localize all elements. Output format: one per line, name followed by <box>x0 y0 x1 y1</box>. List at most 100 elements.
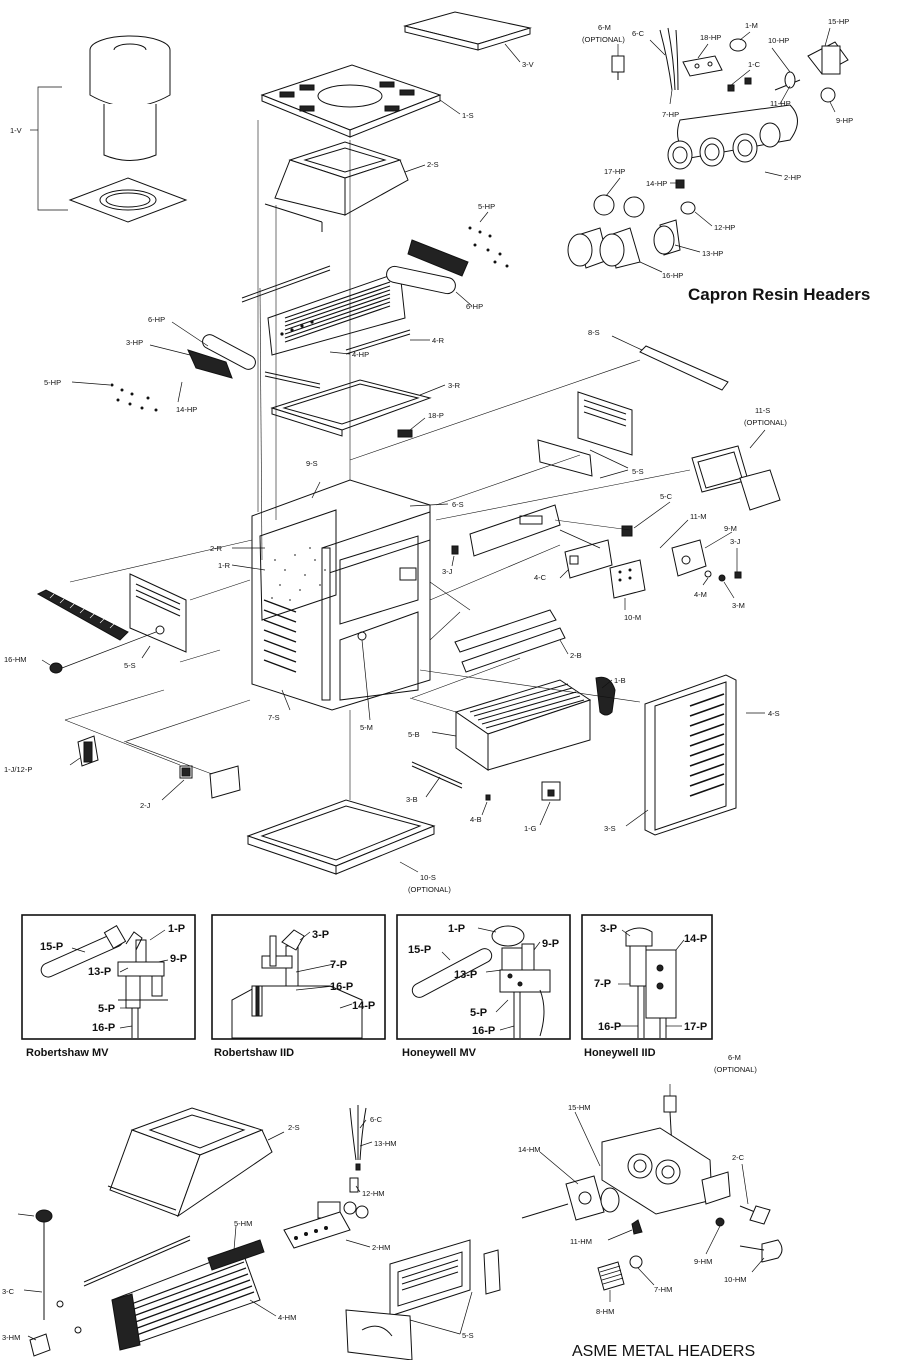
part-3j-upper <box>451 545 459 567</box>
b-label-6m-optional: (OPTIONAL) <box>714 1065 757 1074</box>
b-label-12hm: 12-HM <box>362 1189 385 1198</box>
burner-assembly <box>411 676 616 826</box>
label-11s-optional: (OPTIONAL) <box>744 418 787 427</box>
top-cover-3v <box>403 11 532 63</box>
b-label-11hm: 11-HM <box>570 1237 592 1246</box>
rmv-1p: 1-P <box>168 923 185 935</box>
label-13hp: 13-HP <box>702 249 723 258</box>
caption-honeywell-mv: Honeywell MV <box>402 1047 477 1059</box>
label-5hp-b: 5-HP <box>44 378 61 387</box>
b-label-2c: 2-C <box>732 1153 745 1162</box>
label-14hp: 14-HP <box>646 179 667 188</box>
hmv-1p: 1-P <box>448 923 465 935</box>
label-9s: 9-S <box>306 459 318 468</box>
label-1s: 1-S <box>462 111 474 120</box>
label-4s: 4-S <box>768 709 780 718</box>
label-6c: 6-C <box>632 29 645 38</box>
main-cabinet <box>231 479 449 721</box>
label-2b: 2-B <box>570 651 582 660</box>
rmv-15p: 15-P <box>40 941 63 953</box>
rmv-13p: 13-P <box>88 966 111 978</box>
part-labels-main: 3-V 1-V 1-S 2-S 6-M (OPTIONAL) 6-C 18-HP… <box>4 17 853 894</box>
b-label-7hm: 7-HM <box>654 1285 672 1294</box>
label-18p: 18-P <box>428 411 444 420</box>
hmv-15p: 15-P <box>408 944 431 956</box>
label-3b: 3-B <box>406 795 418 804</box>
label-9m: 9-M <box>724 524 737 533</box>
label-5hp-a: 5-HP <box>478 202 495 211</box>
b-label-15hm: 15-HM <box>568 1103 591 1112</box>
assembly-guide-lines <box>64 120 691 800</box>
inset-honeywell-mv <box>396 914 571 1040</box>
inset-robertshaw-iid <box>211 914 386 1040</box>
hmv-5p: 5-P <box>470 1007 487 1019</box>
control-panel-assembly <box>469 501 742 610</box>
label-10s-optional: (OPTIONAL) <box>408 885 451 894</box>
capron-section-title: Capron Resin Headers <box>688 285 870 304</box>
label-5s-a: 5-S <box>632 467 644 476</box>
label-1r: 1-R <box>218 561 231 570</box>
label-6m-optional: (OPTIONAL) <box>582 35 625 44</box>
label-5c: 5-C <box>660 492 673 501</box>
front-door-4s <box>625 674 765 836</box>
bottom-panel-5s <box>345 1239 501 1361</box>
b-label-5s: 5-S <box>462 1331 474 1340</box>
label-9hp: 9-HP <box>836 116 853 125</box>
label-1c: 1-C <box>748 60 761 69</box>
capron-header-assembly <box>567 27 849 273</box>
inset-captions: Robertshaw MV Robertshaw IID Honeywell M… <box>26 1047 656 1059</box>
caption-robertshaw-mv: Robertshaw MV <box>26 1047 109 1059</box>
rmv-5p: 5-P <box>98 1003 115 1015</box>
label-18hp: 18-HP <box>700 33 721 42</box>
hmv-9p: 9-P <box>542 938 559 950</box>
b-label-3c: 3-C <box>2 1287 15 1296</box>
label-7s: 7-S <box>268 713 280 722</box>
label-1m: 1-M <box>745 21 758 30</box>
label-16hm: 16-HM <box>4 655 27 664</box>
label-2hp: 2-HP <box>784 173 801 182</box>
label-4c: 4-C <box>534 573 547 582</box>
b-label-13hm: 13-HM <box>374 1139 397 1148</box>
bottom-heat-exchanger <box>83 1225 277 1351</box>
side-panel-5s-upper <box>537 391 633 479</box>
label-4r: 4-R <box>432 336 445 345</box>
label-1b: 1-B <box>614 676 626 685</box>
label-10hp: 10-HP <box>768 36 789 45</box>
b-label-2s: 2-S <box>288 1123 300 1132</box>
riid-16p: 16-P <box>330 981 353 993</box>
b-label-5hm: 5-HM <box>234 1219 252 1228</box>
label-11hp: 11-HP <box>770 99 791 108</box>
hiid-14p: 14-P <box>684 933 707 945</box>
b-label-10hm: 10-HM <box>724 1275 747 1284</box>
label-17hp: 17-HP <box>604 167 625 176</box>
label-5s-b: 5-S <box>124 661 136 670</box>
label-1v: 1-V <box>10 126 22 135</box>
b-label-3hm: 3-HM <box>2 1333 20 1342</box>
label-4b: 4-B <box>470 815 482 824</box>
label-10m: 10-M <box>624 613 641 622</box>
label-12hp: 12-HP <box>714 223 735 232</box>
rmv-16p: 16-P <box>92 1022 115 1034</box>
label-6m: 6-M <box>598 23 611 32</box>
bottom-hood-2s <box>107 1107 285 1218</box>
label-7hp: 7-HP <box>662 110 679 119</box>
hmv-16p: 16-P <box>472 1025 495 1037</box>
label-3hp: 3-HP <box>126 338 143 347</box>
inset-robertshaw-mv <box>21 914 196 1040</box>
label-6s: 6-S <box>452 500 464 509</box>
bottom-controls <box>283 1105 373 1249</box>
label-3r: 3-R <box>448 381 461 390</box>
inset-labels: 1-P 15-P 9-P 13-P 5-P 16-P 3-P 7-P 16-P … <box>40 923 707 1037</box>
tray-3r <box>270 379 446 438</box>
b-label-14hm: 14-HM <box>518 1145 541 1154</box>
label-5b: 5-B <box>408 730 420 739</box>
junction-parts <box>69 735 241 801</box>
label-3v: 3-V <box>522 60 534 69</box>
b-label-2hm: 2-HM <box>372 1243 390 1252</box>
b-label-6m: 6-M <box>728 1053 741 1062</box>
bottom-left-parts <box>17 1209 82 1357</box>
burner-tray-2b <box>454 609 569 673</box>
label-11s: 11-S <box>755 406 770 415</box>
